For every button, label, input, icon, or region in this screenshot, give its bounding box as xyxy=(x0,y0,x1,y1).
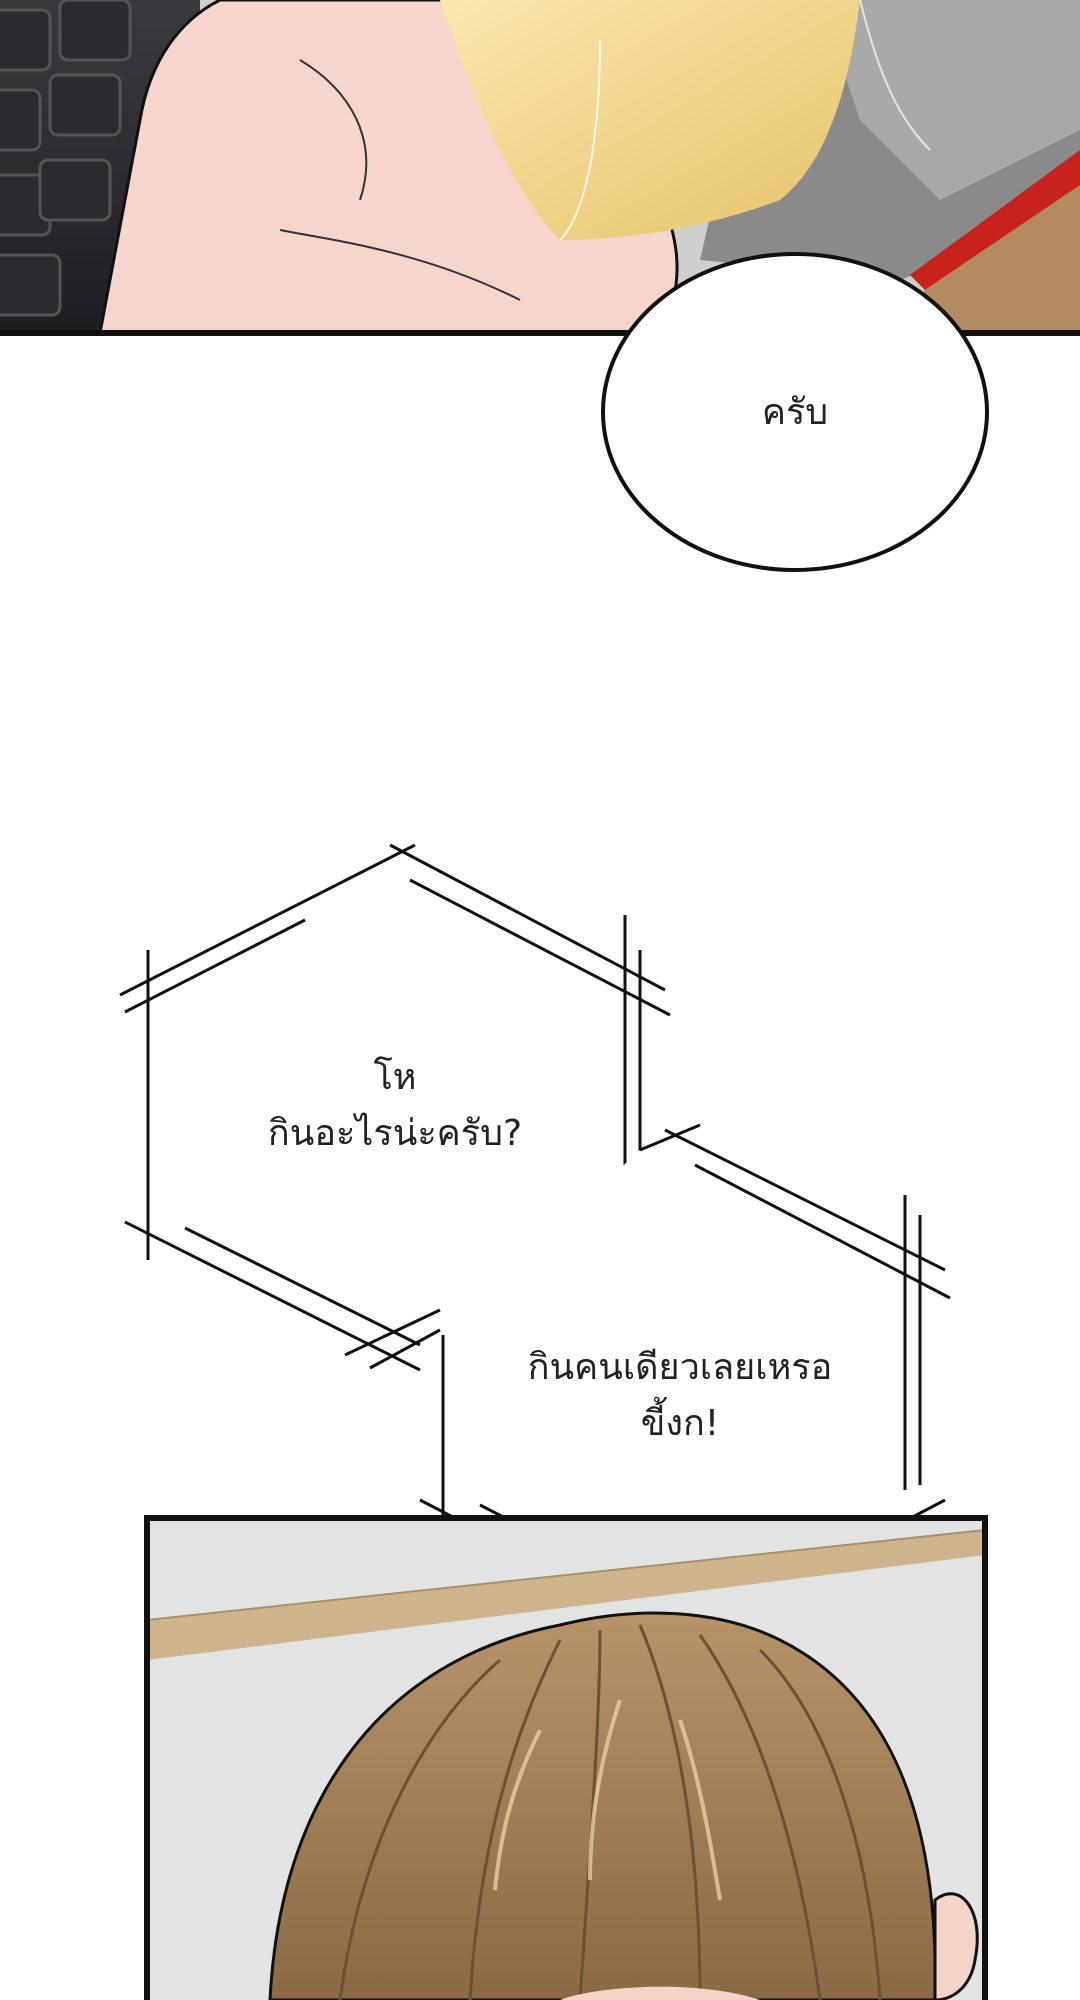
hex-right-bubble-line-1: กินคนเดียวเลยเหรอ xyxy=(527,1347,833,1388)
hex-left-bubble-shape xyxy=(119,843,671,1372)
round-bubble-line: ครับ xyxy=(761,392,829,433)
hex-right-bubble-line-2: ขี้งก! xyxy=(640,1403,720,1444)
hex-right-bubble-text: กินคนเดียวเลยเหรอ ขี้งก! xyxy=(510,1340,850,1452)
hex-left-bubble-line-1: โห xyxy=(373,1057,417,1098)
character-hair xyxy=(268,1611,937,2000)
snack-bag xyxy=(440,0,860,240)
character-ear xyxy=(933,1892,979,2000)
round-bubble-shape xyxy=(601,252,989,572)
hex-left-bubble-text: โห กินอะไรน่ะครับ? xyxy=(240,1050,550,1162)
round-bubble-text: ครับ xyxy=(695,385,895,441)
keyboard-keys xyxy=(0,0,132,317)
hex-left-bubble-line-2: กินอะไรน่ะครับ? xyxy=(267,1113,523,1154)
bottom-panel-art xyxy=(147,1518,985,2000)
